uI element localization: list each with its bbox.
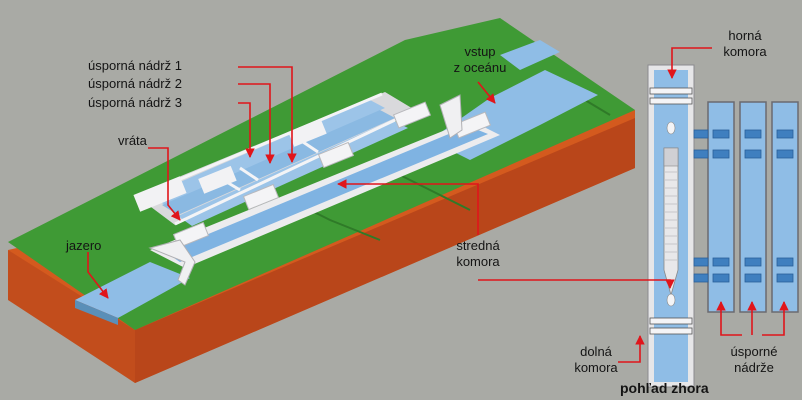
label-upper-chamber-line1: horná [728, 28, 762, 43]
label-top-view: pohľad zhora [620, 380, 709, 396]
label-lower-chamber-line2: komora [574, 360, 618, 375]
pointer-lower-chamber [618, 335, 645, 363]
ocean-channel-water-2 [500, 40, 560, 70]
terrain-step-2 [399, 174, 471, 211]
label-saving-basin-3: úsporná nádrž 3 [88, 95, 182, 110]
pointer-lake [87, 252, 109, 299]
pointer-saving-basins-3 [762, 301, 789, 336]
pointer-ocean-entrance [477, 81, 496, 104]
top-view-ship [663, 147, 679, 297]
label-upper-chamber-line2: komora [723, 44, 767, 59]
soil-side-face [135, 118, 635, 383]
label-gates: vráta [118, 133, 147, 148]
label-saving-basin-2: úsporná nádrž 2 [88, 76, 182, 91]
label-lake: jazero [66, 238, 102, 253]
label-middle-chamber: stredná komora [440, 238, 516, 270]
top-view-tug-2 [666, 293, 676, 307]
top-view-gate-upper [649, 87, 693, 95]
pointer-saving-basin-2 [238, 83, 275, 164]
label-saving-basins-line2: nádrže [734, 360, 774, 375]
lock-chamber-water [165, 126, 488, 262]
basin-structure-3 [288, 118, 327, 147]
top-view-diagram [647, 64, 799, 388]
label-lower-chamber: dolná komora [566, 344, 626, 376]
basin-structure-2 [198, 165, 237, 194]
pointer-upper-chamber [667, 47, 712, 79]
saving-basin-3-water [178, 120, 408, 226]
label-lower-chamber-line1: dolná [580, 344, 612, 359]
label-ocean-entrance-line2: z oceánu [453, 60, 507, 75]
label-saving-basin-1: úsporná nádrž 1 [88, 58, 182, 73]
top-view-culverts [693, 129, 794, 283]
top-view-gate-lower [649, 317, 693, 325]
pointer-saving-basin-1 [238, 66, 297, 163]
label-saving-basins-line1: úsporné [730, 344, 778, 359]
label-saving-basins: úsporné nádrže [716, 344, 792, 376]
pointer-gates [148, 147, 181, 221]
pointer-middle-chamber [337, 179, 479, 235]
pointer-saving-basin-3 [238, 102, 255, 158]
label-middle-chamber-line2: komora [456, 254, 500, 269]
pointer-lines [87, 47, 789, 363]
ocean-entrance-wall [439, 94, 463, 139]
lake-water-edge [75, 300, 118, 325]
label-ocean-entrance-line1: vstup [464, 44, 496, 59]
lock-gates [172, 101, 492, 249]
label-middle-chamber-line1: stredná [456, 238, 500, 253]
pointer-middle-chamber-topview [478, 279, 675, 289]
label-upper-chamber: horná komora [708, 28, 782, 60]
top-view-tug-1 [666, 121, 676, 135]
saving-basin-2-water [162, 110, 395, 215]
lake-water [75, 262, 190, 318]
label-ocean-entrance: vstup z oceánu [440, 44, 520, 76]
lake-entrance-wall [148, 239, 196, 286]
basin-structure-1 [133, 176, 187, 212]
soil-left-face [8, 250, 135, 383]
pointer-saving-basins-1 [716, 301, 742, 336]
